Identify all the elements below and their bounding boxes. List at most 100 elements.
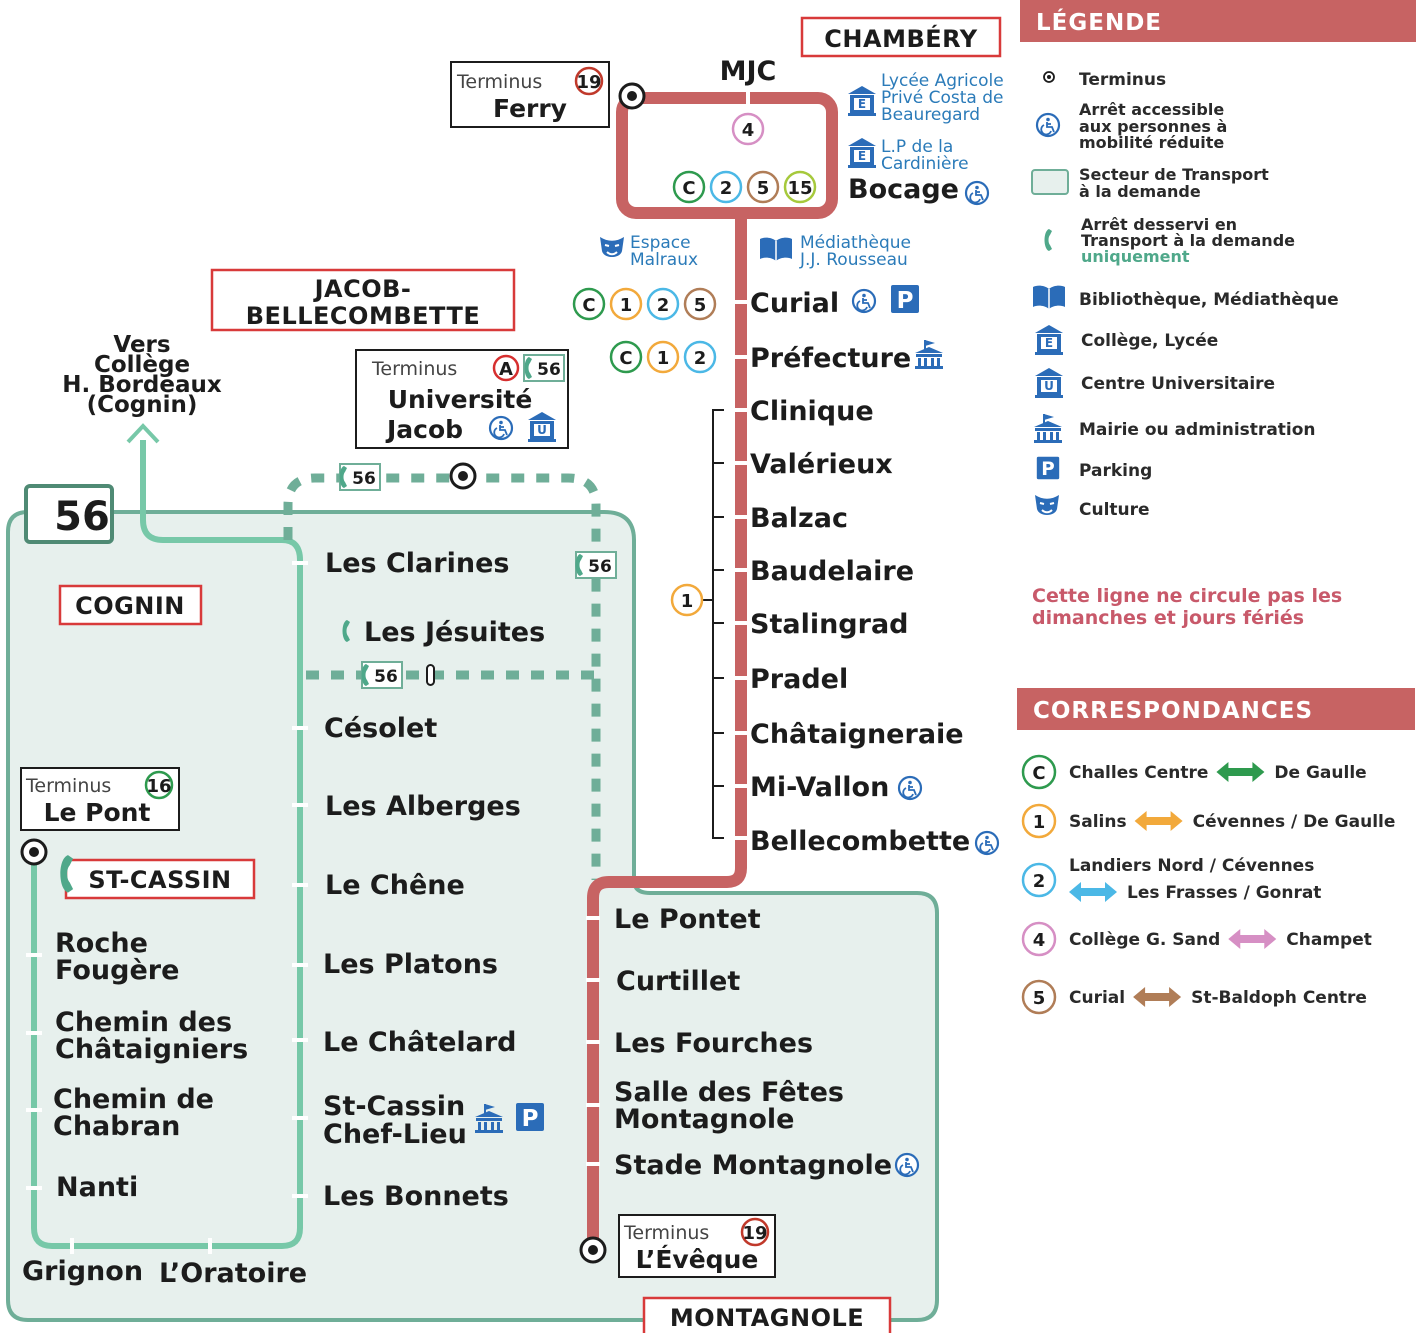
culture-mask-icon: [1034, 494, 1060, 516]
library-icon: [1032, 284, 1066, 310]
double-arrow-icon: [1228, 929, 1277, 949]
svg-text:Terminus: Terminus: [25, 775, 111, 797]
culture-mask-icon: [599, 236, 625, 258]
stop-st-cassin: St-Cassin: [323, 1091, 465, 1122]
tad-label: 56: [361, 661, 403, 689]
line-badge-C: C: [572, 287, 606, 321]
svg-text:COGNIN: COGNIN: [75, 592, 185, 620]
library-icon: [759, 236, 793, 262]
line-badge-2: 2: [683, 340, 717, 374]
stop-st-cassin-line2: Chef-Lieu: [323, 1119, 467, 1150]
svg-text:A: A: [499, 359, 513, 380]
svg-text:56: 56: [588, 557, 612, 577]
stop-les-alberges: Les Alberges: [325, 791, 521, 822]
terminus-icon: [618, 82, 646, 110]
svg-text:Terminus: Terminus: [456, 71, 542, 93]
terminus-icon: [579, 1236, 607, 1264]
line-badge-1: 1: [609, 287, 643, 321]
stop-prefecture: Préfecture: [750, 343, 911, 374]
svg-text:19: 19: [742, 1223, 767, 1244]
sector-swatch: [1031, 169, 1069, 195]
svg-text:16: 16: [146, 776, 171, 797]
stop-roche-fougere-line2: Fougère: [55, 955, 179, 986]
city-label-chambery: CHAMBÉRY: [800, 16, 1002, 58]
parking-icon: [516, 1103, 544, 1132]
svg-text:H. Bordeaux: H. Bordeaux: [62, 372, 222, 398]
terminus-leveque: Terminus 19 L’Évêque: [618, 1214, 776, 1278]
terminus-universite-jacob: Terminus A 56 Université Jacob: [355, 349, 569, 449]
stop-chemin-des-chataigniers: Chemin des: [55, 1007, 232, 1038]
svg-text:Vers: Vers: [113, 332, 170, 358]
line-badge-2: 2: [646, 287, 680, 321]
svg-text:Collège: Collège: [94, 352, 190, 378]
svg-text:Jacob: Jacob: [385, 415, 463, 444]
direction-arrow: [126, 423, 160, 444]
stop-bocage: Bocage: [848, 174, 959, 205]
svg-text:Espace: Espace: [630, 233, 691, 253]
svg-text:(Cognin): (Cognin): [87, 392, 198, 418]
svg-text:à la demande: à la demande: [1079, 182, 1201, 201]
wheelchair-icon: [964, 180, 990, 206]
stop-stalingrad: Stalingrad: [750, 609, 909, 640]
college-icon: [1035, 325, 1063, 355]
svg-text:Secteur de Transport: Secteur de Transport: [1079, 165, 1269, 184]
stop-balzac: Balzac: [750, 503, 848, 534]
stop-les-platons: Les Platons: [323, 949, 498, 980]
svg-text:1: 1: [657, 348, 670, 369]
stop-loratoire: L’Oratoire: [159, 1258, 307, 1289]
line-badge-1: 1: [1021, 803, 1057, 839]
svg-text:56: 56: [537, 360, 561, 380]
stop-stade-montagnole: Stade Montagnole: [614, 1150, 892, 1181]
stop-curial: Curial: [750, 288, 839, 319]
correspondance-from: Challes Centre: [1069, 763, 1208, 783]
svg-text:2: 2: [694, 348, 707, 369]
svg-text:Mairie ou administration: Mairie ou administration: [1079, 420, 1316, 440]
svg-text:L.P de la: L.P de la: [881, 137, 953, 157]
stop-clinique: Clinique: [750, 396, 874, 427]
tad-label: 56: [339, 463, 381, 491]
poi-espace-malraux: Espace Malraux: [599, 233, 698, 270]
wheelchair-icon: [851, 288, 877, 314]
line-badge-4: 4: [731, 112, 765, 146]
tad-route-cognin: [31, 440, 303, 1249]
stop-chemin-de-chabran: Chemin de: [53, 1084, 214, 1115]
correspondance-from: Curial: [1069, 988, 1125, 1008]
svg-text:JACOB-: JACOB-: [313, 275, 412, 303]
svg-text:Terminus: Terminus: [371, 358, 457, 380]
poi-lycee-agricole: Lycée Agricole Privé Costa de Beauregard: [848, 71, 1004, 125]
service-note: Cette ligne ne circule pas les: [1032, 585, 1342, 607]
stop-baudelaire: Baudelaire: [750, 556, 914, 587]
stop-pradel: Pradel: [750, 664, 848, 695]
poi-mediatheque: Médiathèque J.J. Rousseau: [759, 233, 911, 270]
svg-text:15: 15: [787, 178, 812, 199]
svg-text:56: 56: [374, 667, 398, 687]
correspondance-from: Salins: [1069, 812, 1127, 832]
correspondance-from: Collège G. Sand: [1069, 930, 1220, 950]
wheelchair-icon: [1035, 112, 1061, 138]
line-badge-1: 1: [646, 340, 680, 374]
route-ticks: [26, 561, 308, 1254]
svg-text:1: 1: [681, 591, 694, 612]
service-note-line2: dimanches et jours fériés: [1032, 607, 1304, 629]
city-label-montagnole: MONTAGNOLE: [642, 1296, 892, 1333]
svg-text:Terminus: Terminus: [623, 1222, 709, 1244]
svg-text:19: 19: [576, 72, 601, 93]
svg-text:2: 2: [657, 295, 670, 316]
svg-text:Malraux: Malraux: [630, 250, 698, 270]
stop-salle-des-fetes-line2: Montagnole: [614, 1104, 794, 1135]
town-hall-icon: [914, 339, 944, 370]
parking-icon: [891, 285, 919, 314]
svg-text:Bibliothèque, Médiathèque: Bibliothèque, Médiathèque: [1079, 290, 1339, 310]
svg-text:Université: Université: [388, 385, 533, 414]
svg-text:C: C: [1032, 763, 1045, 784]
line-badge-C: C: [672, 170, 706, 204]
correspondance-to: Les Frasses / Gonrat: [1127, 883, 1321, 903]
svg-text:Médiathèque: Médiathèque: [800, 233, 911, 253]
double-arrow-icon: [1069, 882, 1117, 902]
svg-text:Culture: Culture: [1079, 500, 1150, 520]
svg-text:CHAMBÉRY: CHAMBÉRY: [824, 24, 978, 53]
wheelchair-icon: [897, 775, 923, 801]
college-icon: [848, 138, 876, 168]
poi-lp-cardiniere: L.P de la Cardinière: [848, 137, 969, 174]
svg-text:J.J. Rousseau: J.J. Rousseau: [799, 250, 908, 270]
